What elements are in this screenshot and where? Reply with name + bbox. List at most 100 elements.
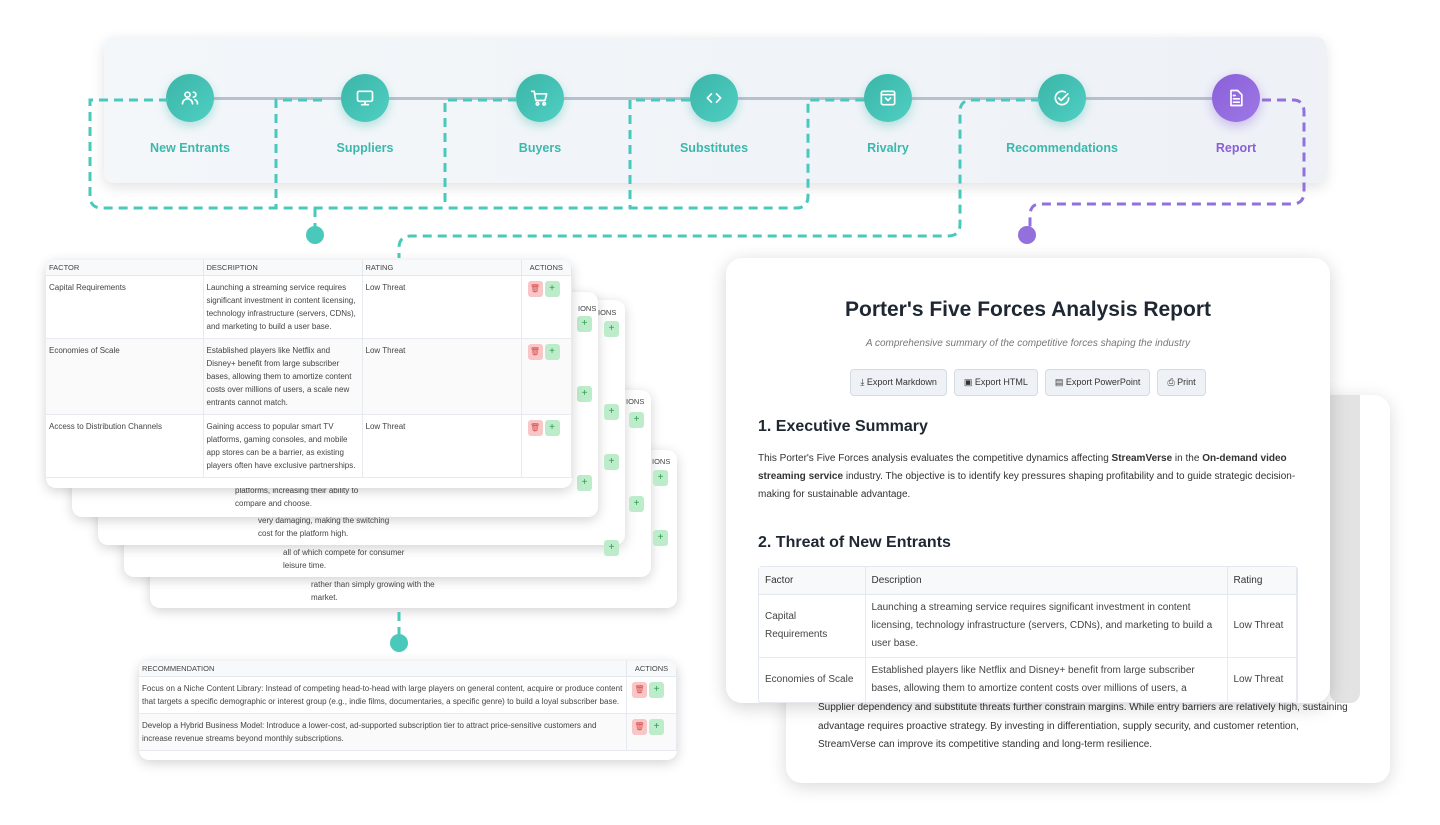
step-rivalry[interactable]: Rivalry xyxy=(818,74,958,155)
print-button[interactable]: ⎙ Print xyxy=(1157,369,1206,396)
box-icon xyxy=(880,90,896,106)
column-header-fragment: IONS xyxy=(652,457,671,466)
step-circle[interactable] xyxy=(1038,74,1086,122)
column-header: ACTIONS xyxy=(626,661,677,677)
step-circle[interactable] xyxy=(690,74,738,122)
report-conclusion: Supplier dependency and substitute threa… xyxy=(818,702,1348,750)
add-row-button[interactable]: + xyxy=(629,412,644,428)
column-header-fragment: IONS xyxy=(598,308,617,317)
delete-row-button[interactable]: 🗑 xyxy=(527,281,543,297)
step-label: Substitutes xyxy=(679,141,749,155)
add-row-button[interactable]: + xyxy=(544,281,560,297)
rating-cell[interactable]: Low Threat xyxy=(362,275,522,339)
connector-dot-report xyxy=(1018,226,1036,244)
add-row-button[interactable]: + xyxy=(577,316,592,332)
description-cell[interactable]: Established players like Netflix and Dis… xyxy=(203,338,363,415)
step-recommendations[interactable]: Recommendations xyxy=(992,74,1132,155)
step-circle[interactable] xyxy=(1212,74,1260,122)
table-row: Focus on a Niche Content Library: Instea… xyxy=(139,676,677,714)
add-row-button[interactable]: + xyxy=(577,475,592,491)
add-row-button[interactable]: + xyxy=(604,321,619,337)
step-circle[interactable] xyxy=(864,74,912,122)
add-row-button[interactable]: + xyxy=(649,682,664,698)
step-circle[interactable] xyxy=(516,74,564,122)
check-circle-icon xyxy=(1054,90,1070,106)
step-report[interactable]: Report xyxy=(1166,74,1306,155)
add-row-button[interactable]: + xyxy=(649,719,664,735)
step-circle[interactable] xyxy=(341,74,389,122)
rating-cell[interactable]: Low Threat xyxy=(362,414,522,478)
add-row-button[interactable]: + xyxy=(653,470,668,486)
factor-cell[interactable]: Access to Distribution Channels xyxy=(46,414,204,478)
new-entrants-heading: 2. Threat of New Entrants xyxy=(758,534,951,551)
column-header: Rating xyxy=(1227,567,1297,595)
column-header: ACTIONS xyxy=(521,260,572,276)
add-row-button[interactable]: + xyxy=(544,344,560,360)
step-circle[interactable] xyxy=(166,74,214,122)
add-row-button[interactable]: + xyxy=(604,404,619,420)
factor-cell[interactable]: Capital Requirements xyxy=(46,275,204,339)
add-row-button[interactable]: + xyxy=(629,496,644,512)
recommendation-cell[interactable]: Develop a Hybrid Business Model: Introdu… xyxy=(139,713,627,751)
add-row-button[interactable]: + xyxy=(544,420,560,436)
step-label: Rivalry xyxy=(867,141,909,155)
export-html-button[interactable]: ▣ Export HTML xyxy=(953,369,1038,396)
recommendation-cell[interactable]: Focus on a Niche Content Library: Instea… xyxy=(139,676,627,714)
step-label: New Entrants xyxy=(150,141,230,155)
add-row-button[interactable]: + xyxy=(577,386,592,402)
report-card: Porter's Five Forces Analysis Report A c… xyxy=(726,258,1330,703)
users-icon xyxy=(181,91,199,105)
code-icon xyxy=(706,93,722,103)
document-icon xyxy=(1230,89,1243,107)
connector-dot xyxy=(390,634,408,652)
connector-dot xyxy=(306,226,324,244)
scrollbar[interactable] xyxy=(1330,395,1360,703)
description-cell[interactable]: Launching a streaming service requires s… xyxy=(203,275,363,339)
printer-icon: ⎙ xyxy=(1167,377,1178,387)
factor-cell[interactable]: Economies of Scale xyxy=(46,338,204,415)
step-new-entrants[interactable]: New Entrants xyxy=(120,74,260,155)
cart-icon xyxy=(530,90,548,106)
description-cell[interactable]: Gaining access to popular smart TV platf… xyxy=(203,414,363,478)
delete-row-button[interactable]: 🗑 xyxy=(527,344,543,360)
file-icon: ▤ xyxy=(1054,377,1066,387)
export-powerpoint-button[interactable]: ▤ Export PowerPoint xyxy=(1044,369,1151,396)
step-buyers[interactable]: Buyers xyxy=(470,74,610,155)
html5-icon: ▣ xyxy=(963,377,975,387)
markdown-icon: ⤓ xyxy=(860,377,867,387)
step-suppliers[interactable]: Suppliers xyxy=(295,74,435,155)
rating-cell[interactable]: Low Threat xyxy=(362,338,522,415)
export-markdown-button[interactable]: ⤓ Export Markdown xyxy=(850,369,947,396)
step-substitutes[interactable]: Substitutes xyxy=(644,74,784,155)
executive-summary-text: This Porter's Five Forces analysis evalu… xyxy=(758,453,1296,500)
step-label: Recommendations xyxy=(1006,141,1118,155)
delete-row-button[interactable]: 🗑 xyxy=(632,719,647,735)
add-row-button[interactable]: + xyxy=(604,454,619,470)
column-header: Description xyxy=(865,567,1228,595)
executive-summary-heading: 1. Executive Summary xyxy=(758,418,928,435)
column-header-fragment: IONS xyxy=(626,397,645,406)
step-label: Report xyxy=(1215,141,1257,155)
step-label: Suppliers xyxy=(336,141,394,155)
table-row: Develop a Hybrid Business Model: Introdu… xyxy=(139,713,677,751)
add-row-button[interactable]: + xyxy=(653,530,668,546)
add-row-button[interactable]: + xyxy=(604,540,619,556)
monitor-icon xyxy=(356,90,374,106)
step-label: Buyers xyxy=(518,141,562,155)
column-header: RATING xyxy=(362,260,522,276)
delete-row-button[interactable]: 🗑 xyxy=(527,420,543,436)
report-title: Porter's Five Forces Analysis Report xyxy=(844,298,1211,321)
delete-row-button[interactable]: 🗑 xyxy=(632,682,647,698)
column-header-fragment: IONS xyxy=(578,304,597,313)
